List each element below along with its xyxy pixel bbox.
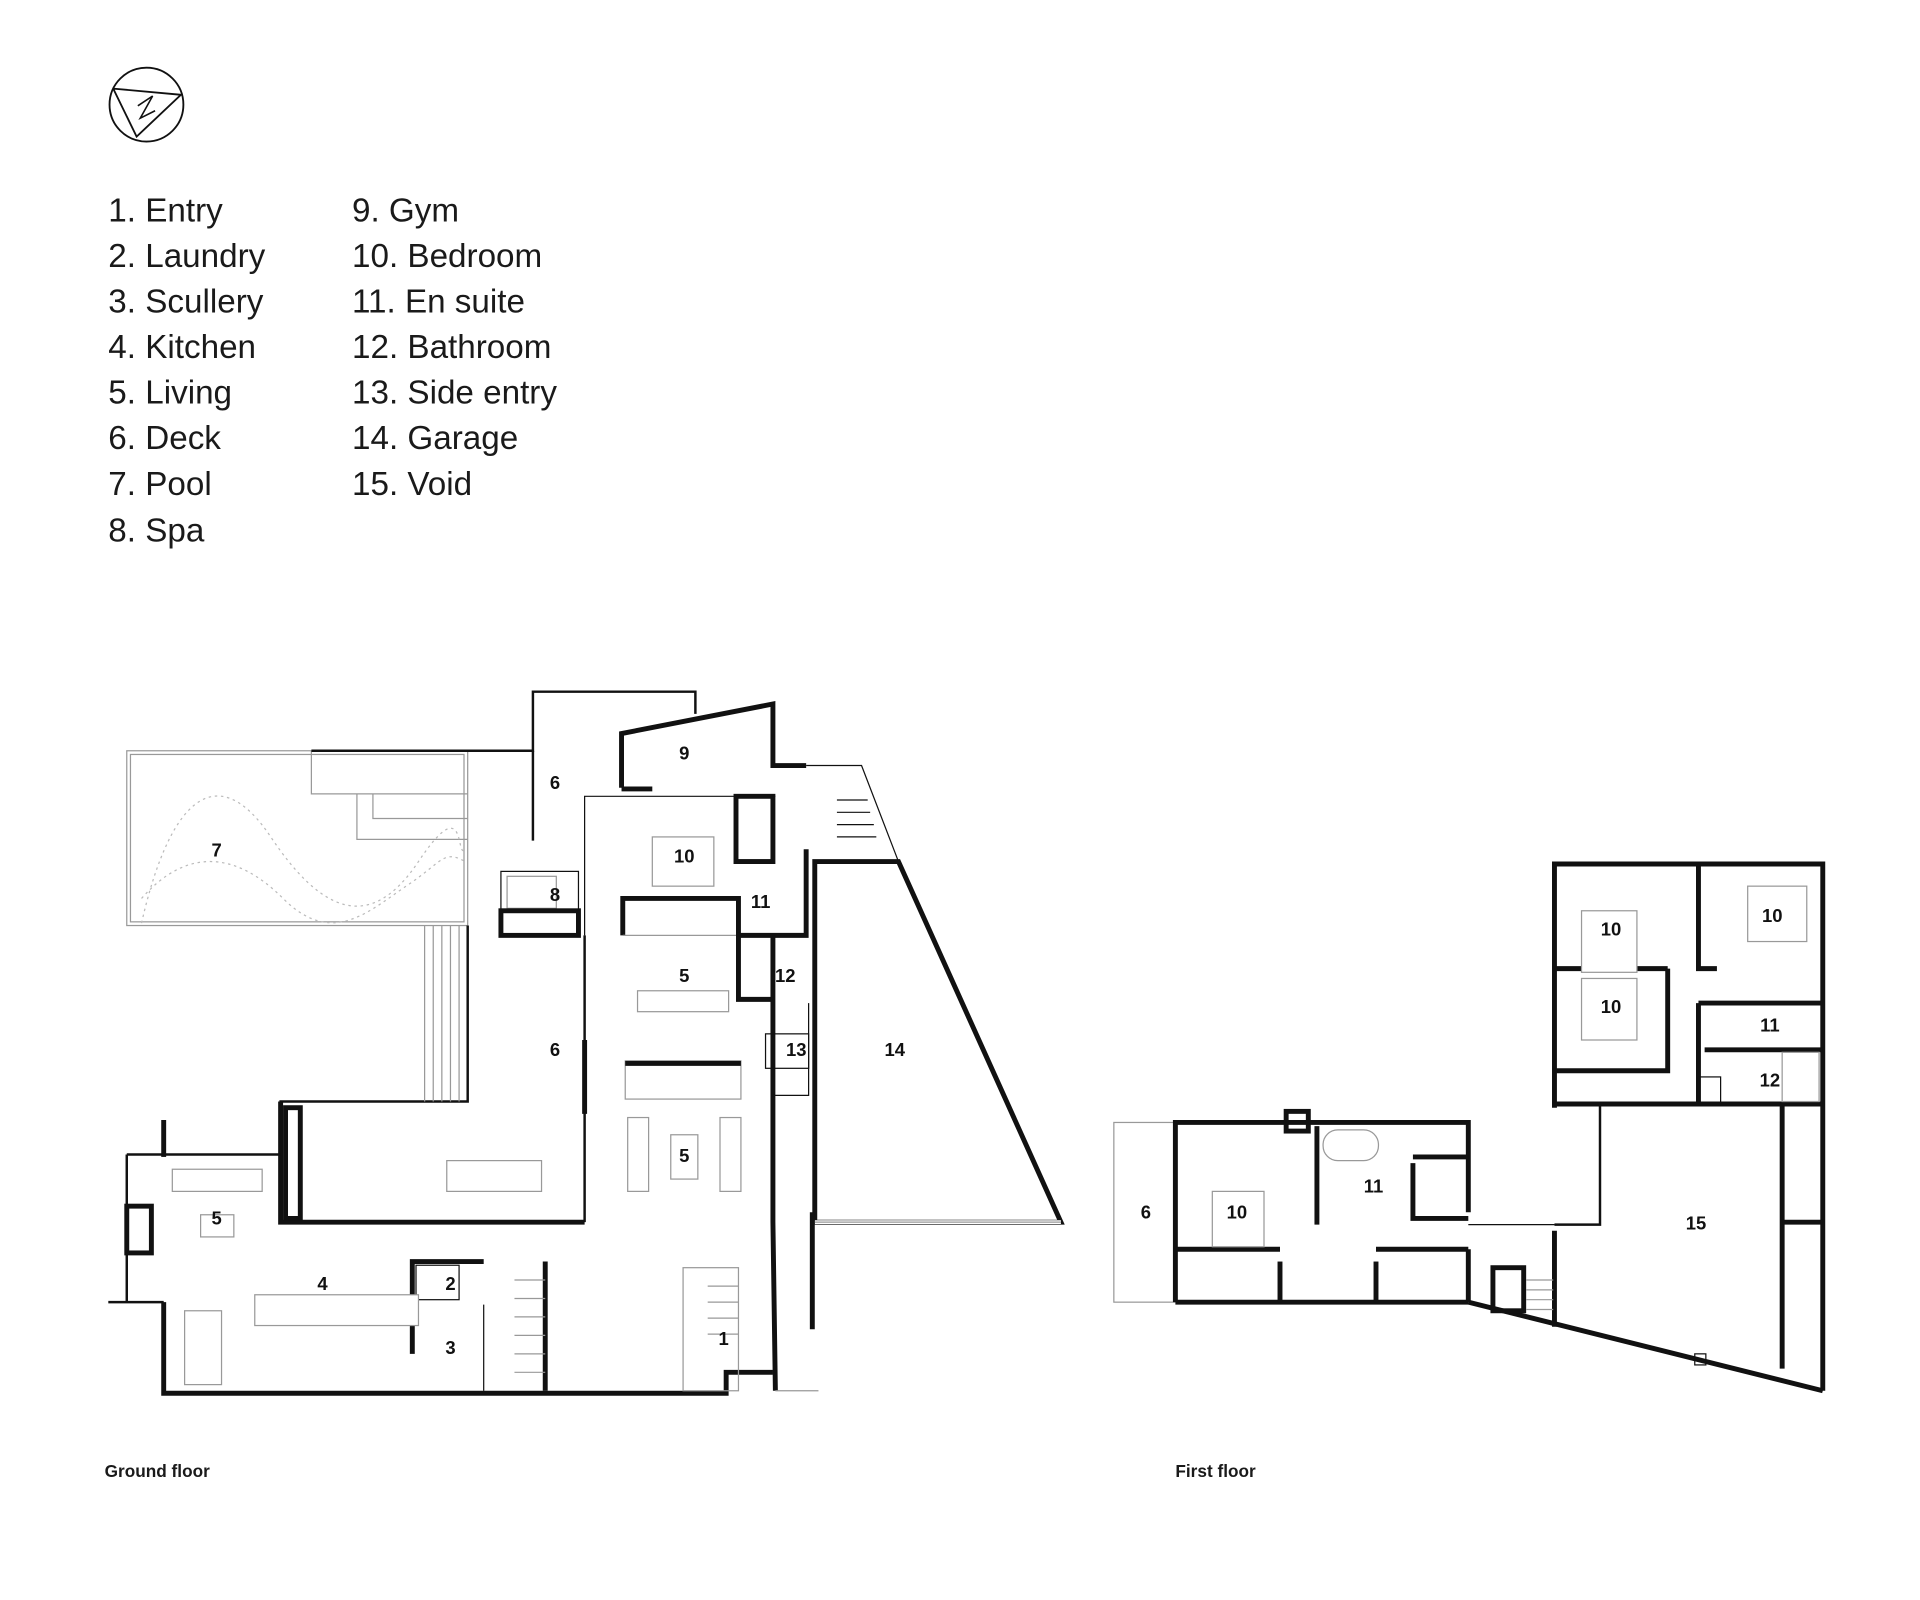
room-label: 12 xyxy=(1760,1070,1781,1091)
spa-outline xyxy=(500,870,580,912)
room-label: 10 xyxy=(1601,918,1622,939)
legend-item: 10. Bedroom xyxy=(352,238,542,275)
legend-item: 7. Pool xyxy=(108,466,211,503)
room-label: 9 xyxy=(679,742,689,763)
legend-item: 11. En suite xyxy=(352,284,525,321)
room-label: 10 xyxy=(674,846,695,867)
room-label: 1 xyxy=(719,1328,729,1349)
legend-item: 4. Kitchen xyxy=(108,329,256,366)
first-floor-plan: 10 10 10 11 12 6 10 11 15 First floor xyxy=(1113,861,1826,1481)
room-label: 15 xyxy=(1686,1212,1707,1233)
room-label: 10 xyxy=(1601,996,1622,1017)
room-label: 12 xyxy=(775,965,796,986)
room-label: 5 xyxy=(679,965,689,986)
ground-floor-title: Ground floor xyxy=(105,1461,211,1481)
vent-icon xyxy=(1694,1353,1707,1366)
room-label: 6 xyxy=(550,1039,560,1060)
ground-floor-plan: 7 6 9 10 8 11 5 12 6 13 14 5 5 4 2 3 1 G… xyxy=(105,690,1065,1481)
legend-item: 3. Scullery xyxy=(108,284,263,321)
legend: 1. Entry 2. Laundry 3. Scullery 4. Kitch… xyxy=(108,193,557,550)
north-arrow-icon xyxy=(108,66,185,143)
first-floor-title: First floor xyxy=(1175,1461,1256,1481)
legend-item: 1. Entry xyxy=(108,193,223,230)
garage-outline xyxy=(812,859,1065,1225)
room-label: 14 xyxy=(885,1039,906,1060)
legend-item: 9. Gym xyxy=(352,193,459,230)
room-label: 8 xyxy=(550,884,560,905)
legend-item: 14. Garage xyxy=(352,420,518,457)
room-label: 4 xyxy=(317,1273,328,1294)
room-label: 5 xyxy=(679,1145,689,1166)
room-label: 10 xyxy=(1227,1201,1248,1222)
legend-item: 2. Laundry xyxy=(108,238,265,275)
legend-item: 6. Deck xyxy=(108,420,221,457)
legend-item: 5. Living xyxy=(108,375,232,412)
legend-item: 8. Spa xyxy=(108,513,205,550)
room-label: 2 xyxy=(445,1273,455,1294)
pool-outline xyxy=(126,750,469,927)
legend-item: 13. Side entry xyxy=(352,375,557,412)
room-label: 11 xyxy=(1760,1014,1780,1035)
room-label: 6 xyxy=(550,772,560,793)
room-label: 7 xyxy=(211,840,221,861)
legend-item: 15. Void xyxy=(352,466,472,503)
room-label: 6 xyxy=(1141,1201,1151,1222)
room-label: 11 xyxy=(1364,1176,1384,1197)
room-label: 5 xyxy=(211,1208,221,1229)
legend-item: 12. Bathroom xyxy=(352,329,551,366)
room-label: 3 xyxy=(445,1337,455,1358)
room-label: 10 xyxy=(1762,905,1783,926)
room-label: 11 xyxy=(751,891,771,912)
room-label: 13 xyxy=(786,1039,807,1060)
